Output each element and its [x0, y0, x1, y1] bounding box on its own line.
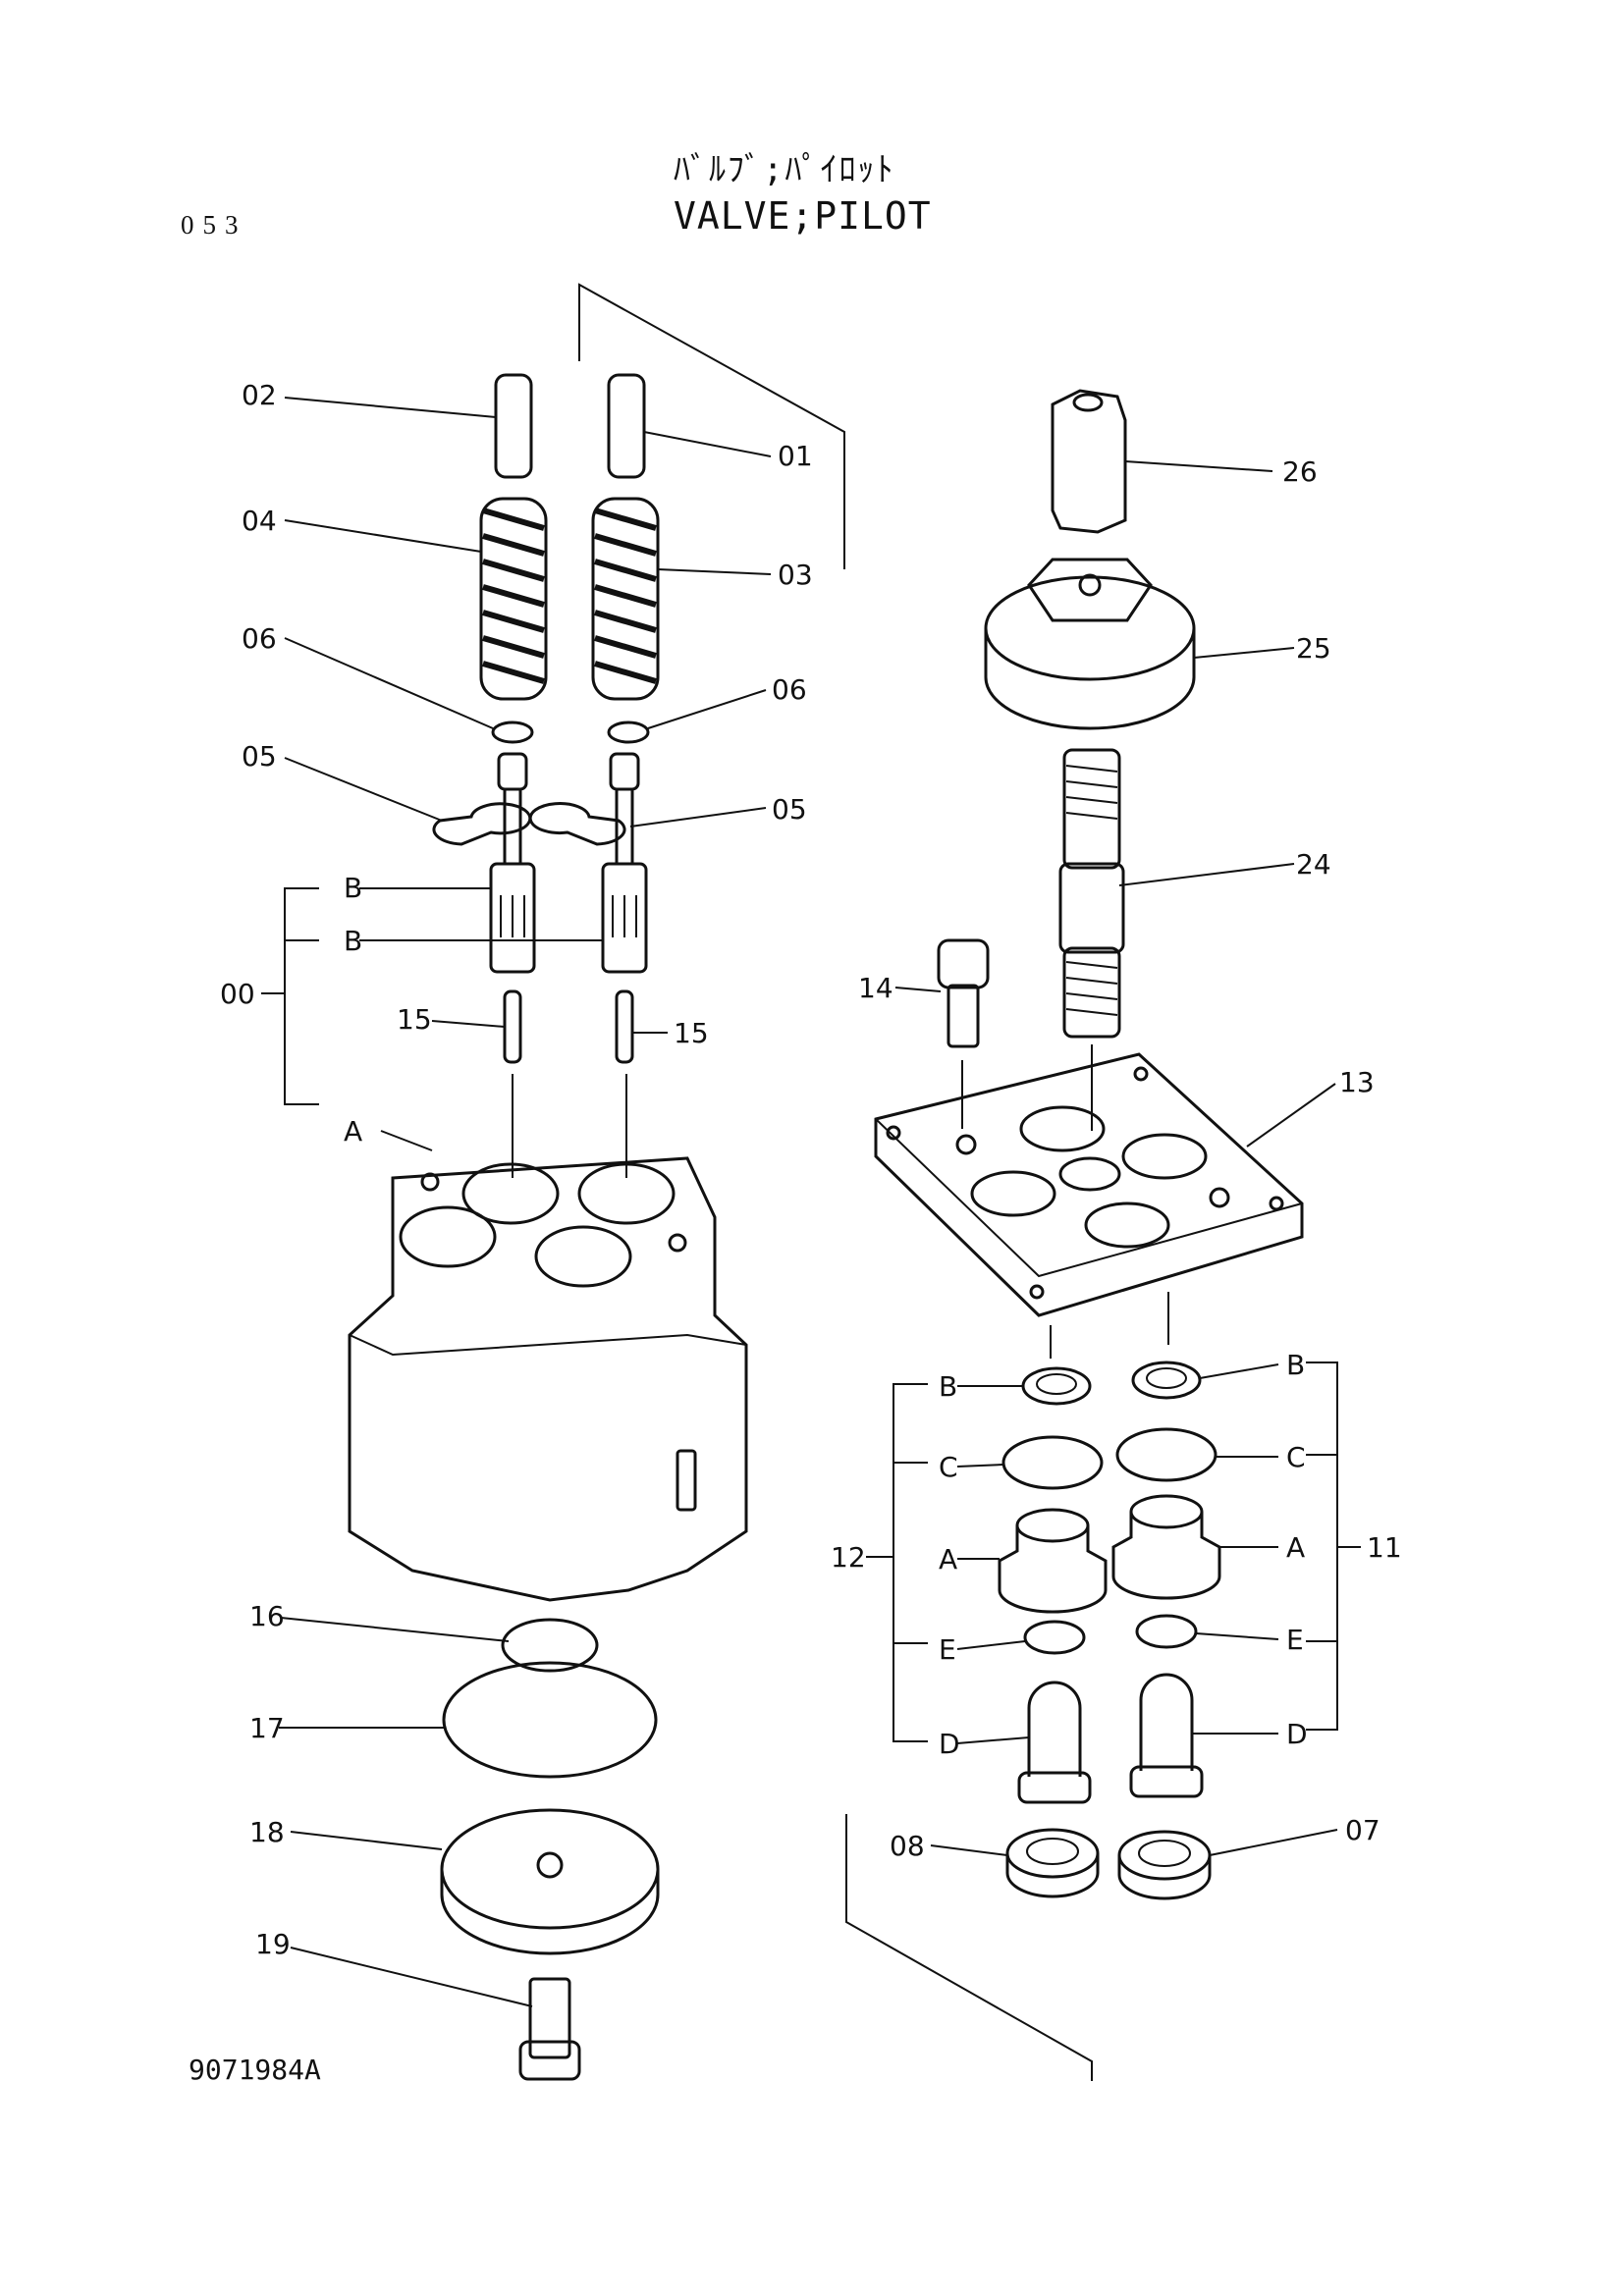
washer-06-right: [607, 721, 650, 744]
callout-06-left: 06: [242, 622, 277, 655]
bracket-00: [284, 887, 319, 1105]
callout-e-left: E: [939, 1633, 956, 1666]
callout-19: 19: [255, 1928, 291, 1960]
pin-15-left: [503, 989, 522, 1064]
plate-13: [874, 1052, 1304, 1317]
spring-03: [591, 497, 660, 701]
seat-05-left: [432, 802, 532, 846]
casing-a: [348, 1156, 748, 1602]
bracket-12: [893, 1383, 928, 1742]
callout-17: 17: [249, 1712, 285, 1744]
callout-16: 16: [249, 1600, 285, 1632]
callout-14: 14: [858, 972, 893, 1004]
callout-a-right: A: [1286, 1531, 1305, 1564]
callout-a-casing: A: [344, 1115, 362, 1148]
coupling-26: [1051, 389, 1127, 534]
group-bracket-bottom: [845, 1814, 1093, 2081]
o-ring-c-left: [1001, 1435, 1104, 1490]
callout-04: 04: [242, 505, 277, 537]
callout-06-right: 06: [772, 673, 807, 706]
o-ring-c-right: [1115, 1427, 1217, 1482]
callout-11: 11: [1367, 1531, 1402, 1564]
nut-08: [1005, 1828, 1100, 1898]
seat-05-right: [528, 802, 626, 846]
callout-15-right: 15: [674, 1017, 709, 1049]
figure-code: 9071984A: [189, 2054, 321, 2086]
callout-02: 02: [242, 379, 277, 411]
nut-07: [1117, 1830, 1212, 1900]
callout-05-right: 05: [772, 793, 807, 826]
callout-b-upper: B: [344, 872, 362, 904]
callout-00: 00: [220, 978, 255, 1010]
washer-06-left: [491, 721, 534, 744]
plate-25: [984, 558, 1196, 730]
title-japanese: ﾊﾞﾙﾌﾞ;ﾊﾟｲﾛｯﾄ: [674, 150, 895, 189]
callout-24: 24: [1296, 848, 1331, 881]
ring-e-left: [1023, 1620, 1086, 1655]
ring-b-right: [1131, 1361, 1202, 1400]
callout-01: 01: [778, 440, 813, 472]
page-code: 053: [181, 210, 247, 240]
callout-d-right: D: [1286, 1718, 1308, 1750]
callout-07: 07: [1345, 1814, 1380, 1846]
plunger-d-right: [1129, 1673, 1204, 1798]
sleeve-a-right: [1111, 1494, 1221, 1600]
screw-14: [937, 938, 990, 1048]
callout-b-lower: B: [344, 925, 362, 957]
callout-03: 03: [778, 559, 813, 591]
callout-12: 12: [831, 1541, 866, 1574]
callout-05-left: 05: [242, 740, 277, 773]
plug-18: [440, 1808, 660, 1955]
spool-left: [489, 752, 536, 974]
callout-b-right: B: [1286, 1349, 1305, 1381]
o-ring-16: [501, 1618, 599, 1673]
spool-right: [601, 752, 648, 974]
ring-e-right: [1135, 1614, 1198, 1649]
callout-c-right: C: [1286, 1441, 1306, 1473]
callout-25: 25: [1296, 632, 1331, 665]
spring-02: [494, 373, 533, 479]
callout-c-left: C: [939, 1451, 958, 1483]
title-english: VALVE;PILOT: [674, 194, 932, 238]
spring-04: [479, 497, 548, 701]
leader-lines: [261, 397, 1361, 2007]
callout-b-left: B: [939, 1370, 957, 1403]
spring-01: [607, 373, 646, 479]
ring-b-left: [1021, 1366, 1092, 1406]
seal-17: [442, 1661, 658, 1779]
callout-08: 08: [890, 1830, 925, 1862]
bracket-11: [1306, 1362, 1338, 1731]
callout-26: 26: [1282, 455, 1318, 488]
callout-a-left: A: [939, 1543, 957, 1575]
sleeve-a-left: [998, 1508, 1108, 1614]
callout-15-left: 15: [397, 1003, 432, 1036]
group-bracket-top: [578, 283, 845, 569]
callout-13: 13: [1339, 1066, 1375, 1098]
callout-e-right: E: [1286, 1624, 1304, 1656]
plunger-d-left: [1017, 1681, 1092, 1804]
pin-15-right: [615, 989, 634, 1064]
callout-d-left: D: [939, 1728, 960, 1760]
bolt-19: [518, 1977, 581, 2081]
joint-24: [1058, 748, 1125, 1039]
callout-18: 18: [249, 1816, 285, 1848]
